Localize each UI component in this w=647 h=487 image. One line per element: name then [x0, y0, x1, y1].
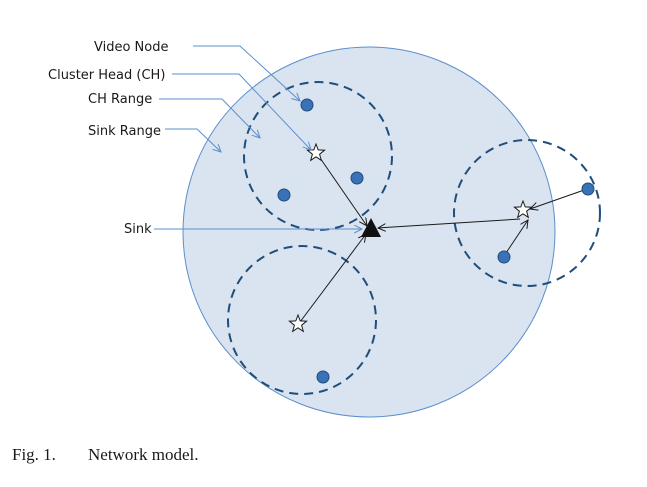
- video-node: [300, 98, 314, 112]
- link-ch-right-to-sink: [378, 218, 521, 228]
- link-node-to-ch-right: [530, 188, 588, 209]
- link-ch-top-to-sink: [317, 154, 367, 226]
- link-node-to-ch-right-2: [503, 220, 528, 257]
- video-node: [316, 370, 330, 384]
- video-node: [277, 188, 291, 202]
- ch-range-circle-right: [453, 139, 601, 287]
- cluster-head-star-icon-bottom: [288, 313, 308, 333]
- ch-range-circle-bottom: [227, 245, 377, 395]
- video-node: [350, 171, 364, 185]
- caption-number: Fig. 1.: [12, 445, 56, 464]
- label-sink: Sink: [124, 222, 152, 237]
- figure-caption: Fig. 1. Network model.: [12, 445, 198, 465]
- callout-cluster-head: [172, 73, 311, 150]
- sink-triangle-icon: [361, 218, 381, 237]
- label-video-node: Video Node: [94, 40, 168, 55]
- label-ch-range: CH Range: [88, 92, 152, 107]
- video-node: [581, 182, 595, 196]
- label-cluster-head: Cluster Head (CH): [48, 68, 165, 83]
- callout-ch-range: [159, 98, 260, 138]
- callout-sink-range: [165, 128, 221, 152]
- ch-range-circle-top: [243, 81, 393, 231]
- caption-text: Network model.: [88, 445, 199, 464]
- label-sink-range: Sink Range: [88, 124, 161, 139]
- link-ch-bottom-to-sink: [299, 234, 366, 323]
- cluster-head-star-icon-right: [513, 199, 533, 219]
- callout-video-node: [193, 45, 300, 101]
- video-node: [497, 250, 511, 264]
